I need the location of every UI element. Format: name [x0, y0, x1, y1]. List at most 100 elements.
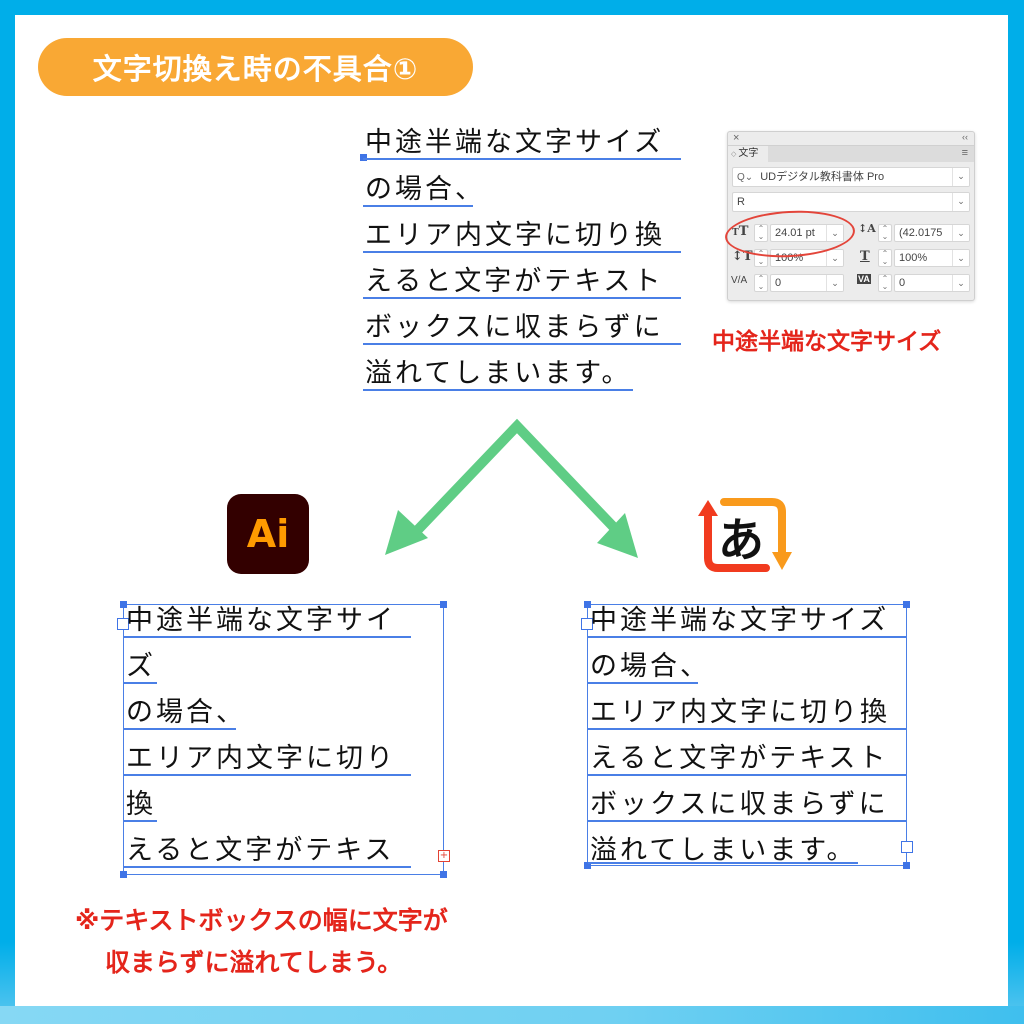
chevron-down-icon[interactable]: ⌄ [952, 168, 969, 186]
text-line: 中途半端な文字サイズ [365, 127, 665, 158]
text-convert-logo: あ [694, 494, 792, 576]
page-title: 文字切換え時の不具合① [92, 52, 419, 86]
baseline-guide [363, 251, 681, 253]
chevron-down-icon[interactable]: ⌄ [826, 250, 843, 266]
convert-arrows-icon [698, 498, 792, 572]
note-line: ※テキストボックスの幅に文字が [75, 906, 448, 935]
baseline-guide [363, 389, 633, 391]
leading-icon: ↕A [858, 222, 876, 235]
baseline-guide [124, 728, 236, 730]
in-port-handle[interactable] [581, 618, 593, 630]
collapse-icon[interactable]: ‹‹ [962, 132, 968, 142]
vertical-scale-icon: ↕T [732, 249, 753, 264]
vertical-scale-stepper[interactable]: ⌃⌄ [754, 249, 768, 267]
text-line: エリア内文字に切り [126, 743, 396, 774]
text-line: ボックスに収まらずに [365, 312, 664, 343]
panel-caption: 中途半端な文字サイズ [712, 329, 942, 355]
corner-handle[interactable] [120, 601, 127, 608]
text-line: えると文字がテキスト [365, 266, 664, 297]
text-line: エリア内文字に切り換 [365, 220, 665, 251]
left-text-block: 中途半端な文字サイ ズ の場合、 エリア内文字に切り 換 えると文字がテキス [124, 605, 426, 868]
corner-handle[interactable] [440, 601, 447, 608]
text-line: エリア内文字に切り換 [590, 697, 890, 728]
branch-arrows-icon [385, 418, 638, 558]
kerning-stepper[interactable]: ⌃⌄ [754, 274, 768, 292]
corner-handle[interactable] [584, 601, 591, 608]
font-style-select[interactable]: R ⌄ [732, 192, 970, 212]
baseline-guide [124, 774, 411, 776]
tab-character[interactable]: ◇ 文字 [728, 146, 768, 162]
kerning-input[interactable]: 0 ⌄ [770, 274, 844, 292]
close-icon[interactable]: × [733, 132, 740, 144]
baseline-guide [588, 728, 906, 730]
overflow-indicator-icon[interactable]: + [438, 850, 450, 862]
text-anchor-handle[interactable] [360, 154, 367, 161]
original-text-block: 中途半端な文字サイズ の場合、 エリア内文字に切り換 えると文字がテキスト ボッ… [360, 127, 685, 398]
out-port-handle[interactable] [901, 841, 913, 853]
baseline-guide [363, 343, 681, 345]
baseline-guide [588, 636, 906, 638]
character-panel: × ‹‹ ◇ 文字 ≡ Q⌄ UDデジタル教科書体 Pro ⌄ R ⌄ TT ⌃… [727, 131, 975, 301]
note-line: 収まらずに溢れてしまう。 [105, 948, 403, 977]
search-icon: Q⌄ [737, 172, 754, 183]
baseline-guide [124, 682, 157, 684]
text-line: 換 [126, 789, 156, 820]
horizontal-scale-icon: T [860, 249, 870, 264]
tracking-stepper[interactable]: ⌃⌄ [878, 274, 892, 292]
text-line: の場合、 [365, 174, 485, 205]
baseline-guide [124, 636, 411, 638]
hiragana-a-glyph: あ [718, 513, 764, 567]
text-line: の場合、 [126, 697, 246, 728]
baseline-guide [588, 774, 906, 776]
chevron-down-icon[interactable]: ⌄ [826, 225, 843, 241]
text-line: の場合、 [590, 651, 710, 682]
corner-handle[interactable] [903, 601, 910, 608]
text-line: 溢れてしまいます。 [590, 835, 857, 866]
baseline-guide [588, 820, 906, 822]
horizontal-scale-stepper[interactable]: ⌃⌄ [878, 249, 892, 267]
warning-note: ※テキストボックスの幅に文字が 収まらずに溢れてしまう。 [75, 900, 448, 984]
title-badge: 文字切換え時の不具合① [38, 38, 473, 96]
right-text-block: 中途半端な文字サイズ の場合、 エリア内文字に切り換 えると文字がテキスト ボッ… [588, 605, 910, 866]
chevron-down-icon[interactable]: ⌄ [826, 275, 843, 291]
text-line: えると文字がテキスト [590, 743, 889, 774]
baseline-guide [124, 820, 157, 822]
text-line: えると文字がテキス [126, 835, 395, 866]
in-port-handle[interactable] [117, 618, 129, 630]
chevron-down-icon[interactable]: ⌄ [952, 250, 969, 266]
baseline-guide [588, 682, 698, 684]
chevron-down-icon[interactable]: ⌄ [952, 193, 969, 211]
font-size-stepper[interactable]: ⌃⌄ [754, 224, 768, 242]
text-line: 溢れてしまいます。 [365, 358, 632, 389]
text-line: 中途半端な文字サイ [126, 605, 396, 636]
text-line: 中途半端な文字サイズ [590, 605, 890, 636]
font-size-icon: TT [732, 224, 749, 239]
corner-handle[interactable] [584, 862, 591, 869]
chevron-down-icon[interactable]: ⌄ [952, 225, 969, 241]
corner-handle[interactable] [903, 862, 910, 869]
bottom-band [0, 1006, 1024, 1024]
area-text-frame-fit[interactable] [587, 604, 907, 866]
baseline-guide [124, 866, 411, 868]
font-family-select[interactable]: Q⌄ UDデジタル教科書体 Pro ⌄ [732, 167, 970, 187]
area-text-frame-overflow[interactable] [123, 604, 444, 875]
tracking-icon: VA [857, 274, 871, 284]
kerning-icon: V/A [731, 275, 748, 286]
text-line: ボックスに収まらずに [590, 789, 889, 820]
text-line: ズ [126, 651, 156, 682]
corner-handle[interactable] [120, 871, 127, 878]
horizontal-scale-input[interactable]: 100% ⌄ [894, 249, 970, 267]
panel-menu-icon[interactable]: ≡ [961, 147, 968, 159]
font-size-input[interactable]: 24.01 pt ⌄ [770, 224, 844, 242]
illustrator-logo: Ai [227, 494, 309, 574]
chevron-down-icon[interactable]: ⌄ [952, 275, 969, 291]
vertical-scale-input[interactable]: 100% ⌄ [770, 249, 844, 267]
baseline-guide [588, 862, 858, 864]
baseline-guide [363, 158, 681, 160]
tracking-input[interactable]: 0 ⌄ [894, 274, 970, 292]
baseline-guide [363, 205, 473, 207]
corner-handle[interactable] [440, 871, 447, 878]
baseline-guide [363, 297, 681, 299]
leading-input[interactable]: (42.0175 ⌄ [894, 224, 970, 242]
leading-stepper[interactable]: ⌃⌄ [878, 224, 892, 242]
